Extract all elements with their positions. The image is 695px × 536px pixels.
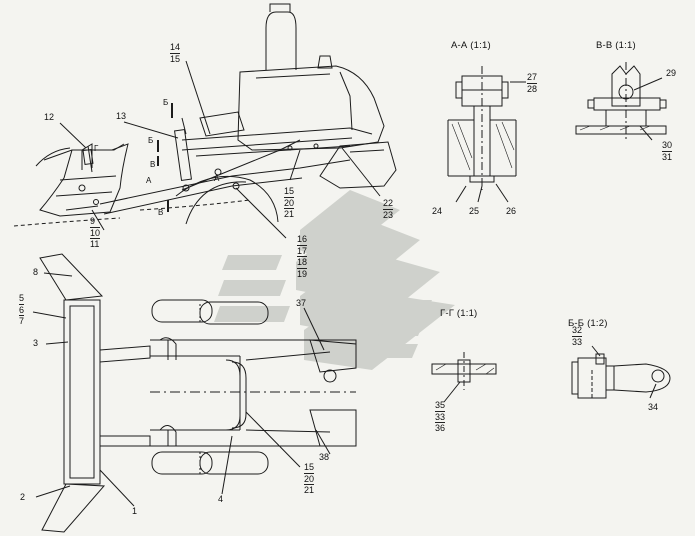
cut-mark-v-bottom: В [158,208,164,217]
callout-37: 37 [296,298,307,308]
cut-mark-b-top: Б [163,98,169,107]
callout-33-bb: 33 [572,335,583,347]
callout-17: 17 [297,244,308,256]
callout-22: 22 [383,198,394,208]
callout-15-side: 15 [284,186,295,196]
callout-stack-14-15: 14 15 [170,42,181,64]
callout-23: 23 [383,208,394,220]
callout-7: 7 [19,315,25,326]
callout-stack-16-19: 16 17 18 19 [297,234,308,279]
callout-36: 36 [435,422,446,433]
callout-6: 6 [19,303,25,315]
cut-mark-a-left: А [146,176,152,185]
callout-2: 2 [20,492,26,502]
section-bb-drawing [571,345,671,399]
callout-20-side: 20 [284,196,295,208]
callout-10: 10 [90,226,101,238]
cut-mark-g: Г [94,144,99,153]
plan-view [32,253,357,533]
callout-16: 16 [297,234,308,244]
callout-14: 14 [170,42,181,52]
callout-27: 27 [527,72,538,82]
watermark-logo [214,190,455,370]
callout-38: 38 [319,452,330,462]
callout-20-plan: 20 [304,472,315,484]
callout-15-top: 15 [170,52,181,64]
callout-5: 5 [19,293,25,303]
section-title-vv: В-В (1:1) [596,40,636,51]
cut-mark-b-left: Б [148,136,154,145]
callout-stack-15-21-side: 15 20 21 [284,186,295,220]
callout-stack-15-21-plan: 15 20 21 [304,462,315,496]
section-title-aa: А-А (1:1) [451,40,491,51]
callout-15-plan: 15 [304,462,315,472]
callout-25: 25 [469,206,480,216]
callout-21-plan: 21 [304,484,315,495]
callout-29: 29 [666,68,677,78]
callout-stack-5-7: 5 6 7 [19,293,25,327]
callout-34: 34 [648,402,659,412]
callout-24: 24 [432,206,443,216]
section-aa-drawing [447,66,526,203]
callout-12: 12 [44,112,55,122]
callout-18: 18 [297,256,308,267]
callout-31: 31 [662,150,673,162]
section-gg-drawing [431,352,497,403]
callout-9: 9 [90,216,96,226]
callout-stack-27-28: 27 28 [527,72,538,94]
callout-32: 32 [572,325,583,335]
side-view [13,3,397,239]
callout-stack-30-31: 30 31 [662,140,673,162]
callout-11: 11 [90,238,101,249]
callout-8: 8 [33,267,39,277]
callout-19: 19 [297,267,308,279]
callout-stack-9-11: 9 10 11 [90,216,101,250]
callout-stack-22-23: 22 23 [383,198,394,220]
callout-4: 4 [218,494,224,504]
section-title-bb: Б-Б (1:2) [568,318,608,329]
cut-mark-a-right: А [214,174,220,183]
callout-stack-32-33: 32 33 [572,325,583,347]
callout-1: 1 [132,506,138,516]
callout-35: 35 [435,400,446,410]
callout-stack-35-36: 35 33 36 [435,400,446,434]
callout-28: 28 [527,82,538,94]
cut-mark-v-left: В [150,160,156,169]
callout-3: 3 [33,338,39,348]
callout-13: 13 [116,111,127,121]
callout-21-side: 21 [284,208,295,219]
callout-30: 30 [662,140,673,150]
callout-33-gg: 33 [435,410,446,422]
section-vv-drawing [575,62,667,141]
section-title-gg: Г-Г (1:1) [440,308,478,319]
callout-26: 26 [506,206,517,216]
